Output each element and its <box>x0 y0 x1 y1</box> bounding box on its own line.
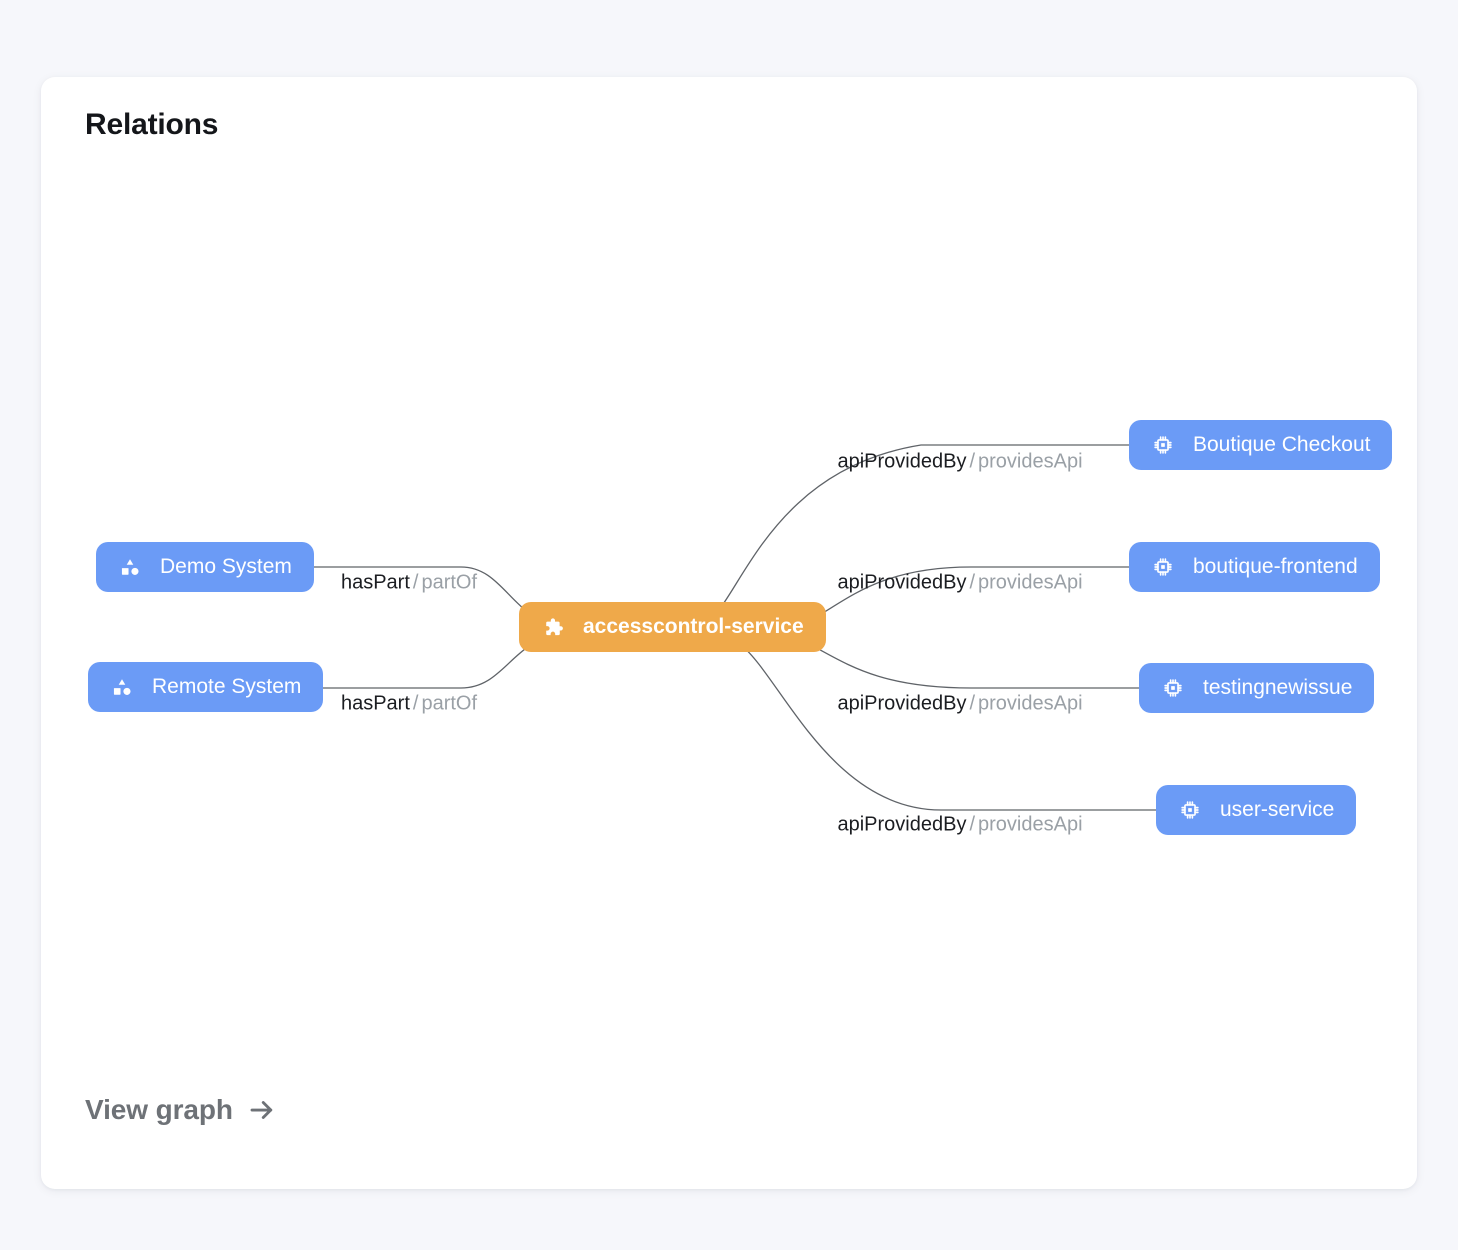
edge-label-separator: / <box>969 813 976 836</box>
edge-label-reverse: partOf <box>421 571 478 594</box>
edge-label-haspart-remote-system: hasPart/partOf <box>341 693 477 716</box>
edge-label-reverse: providesApi <box>978 813 1083 836</box>
graph-node-demo-system[interactable]: Demo System <box>96 542 314 592</box>
edge-label-reverse: partOf <box>421 692 478 715</box>
graph-node-remote-system[interactable]: Remote System <box>88 662 324 712</box>
graph-node-label: Boutique Checkout <box>1193 433 1371 456</box>
chip-icon <box>1161 676 1185 700</box>
graph-node-label: Remote System <box>152 675 302 698</box>
category-icon <box>118 555 142 579</box>
graph-node-boutique-frontend[interactable]: boutique-frontend <box>1129 542 1380 592</box>
graph-node-boutique-checkout[interactable]: Boutique Checkout <box>1129 420 1393 470</box>
edge-label-forward: hasPart <box>340 571 410 594</box>
edge-label-reverse: providesApi <box>978 450 1083 473</box>
edge-label-reverse: providesApi <box>978 692 1083 715</box>
view-graph-link[interactable]: View graph <box>85 1094 277 1126</box>
graph-node-label: user-service <box>1220 798 1335 821</box>
graph-node-user-service[interactable]: user-service <box>1156 785 1357 835</box>
relations-graph: Demo System Remote System <box>41 77 1417 1189</box>
edge-path-testingnewissue <box>800 639 1139 689</box>
edge-label-api-boutique-checkout: apiProvidedBy/providesApi <box>837 451 1082 474</box>
edge-label-api-boutique-frontend: apiProvidedBy/providesApi <box>837 572 1082 595</box>
view-graph-label: View graph <box>85 1094 233 1125</box>
puzzle-icon <box>541 615 565 639</box>
chip-icon <box>1151 433 1175 457</box>
edge-label-separator: / <box>412 692 419 715</box>
edge-label-separator: / <box>969 571 976 594</box>
chip-icon <box>1178 798 1202 822</box>
graph-node-accesscontrol-service[interactable]: accesscontrol-service <box>519 602 826 652</box>
edge-label-forward: apiProvidedBy <box>837 450 967 473</box>
graph-node-label: accesscontrol-service <box>583 615 804 638</box>
graph-node-label: boutique-frontend <box>1193 555 1358 578</box>
edge-label-separator: / <box>969 450 976 473</box>
graph-node-label: Demo System <box>160 555 292 578</box>
edge-label-haspart-demo-system: hasPart/partOf <box>341 572 477 595</box>
edge-label-forward: apiProvidedBy <box>837 813 967 836</box>
edge-label-separator: / <box>969 692 976 715</box>
edge-label-forward: apiProvidedBy <box>837 571 967 594</box>
edge-label-separator: / <box>412 571 419 594</box>
graph-node-label: testingnewissue <box>1203 676 1353 699</box>
edge-label-reverse: providesApi <box>978 571 1083 594</box>
page-title: Relations <box>85 108 219 141</box>
graph-node-testingnewissue[interactable]: testingnewissue <box>1139 663 1375 713</box>
relations-card: Relations <box>41 77 1417 1189</box>
arrow-right-icon <box>247 1095 277 1125</box>
chip-icon <box>1151 555 1175 579</box>
category-icon <box>110 675 134 699</box>
edge-label-forward: apiProvidedBy <box>837 692 967 715</box>
edge-label-api-user-service: apiProvidedBy/providesApi <box>837 814 1082 837</box>
edge-label-forward: hasPart <box>340 692 410 715</box>
edge-label-api-testingnewissue: apiProvidedBy/providesApi <box>837 693 1082 716</box>
edge-path-user-service <box>740 644 1156 811</box>
